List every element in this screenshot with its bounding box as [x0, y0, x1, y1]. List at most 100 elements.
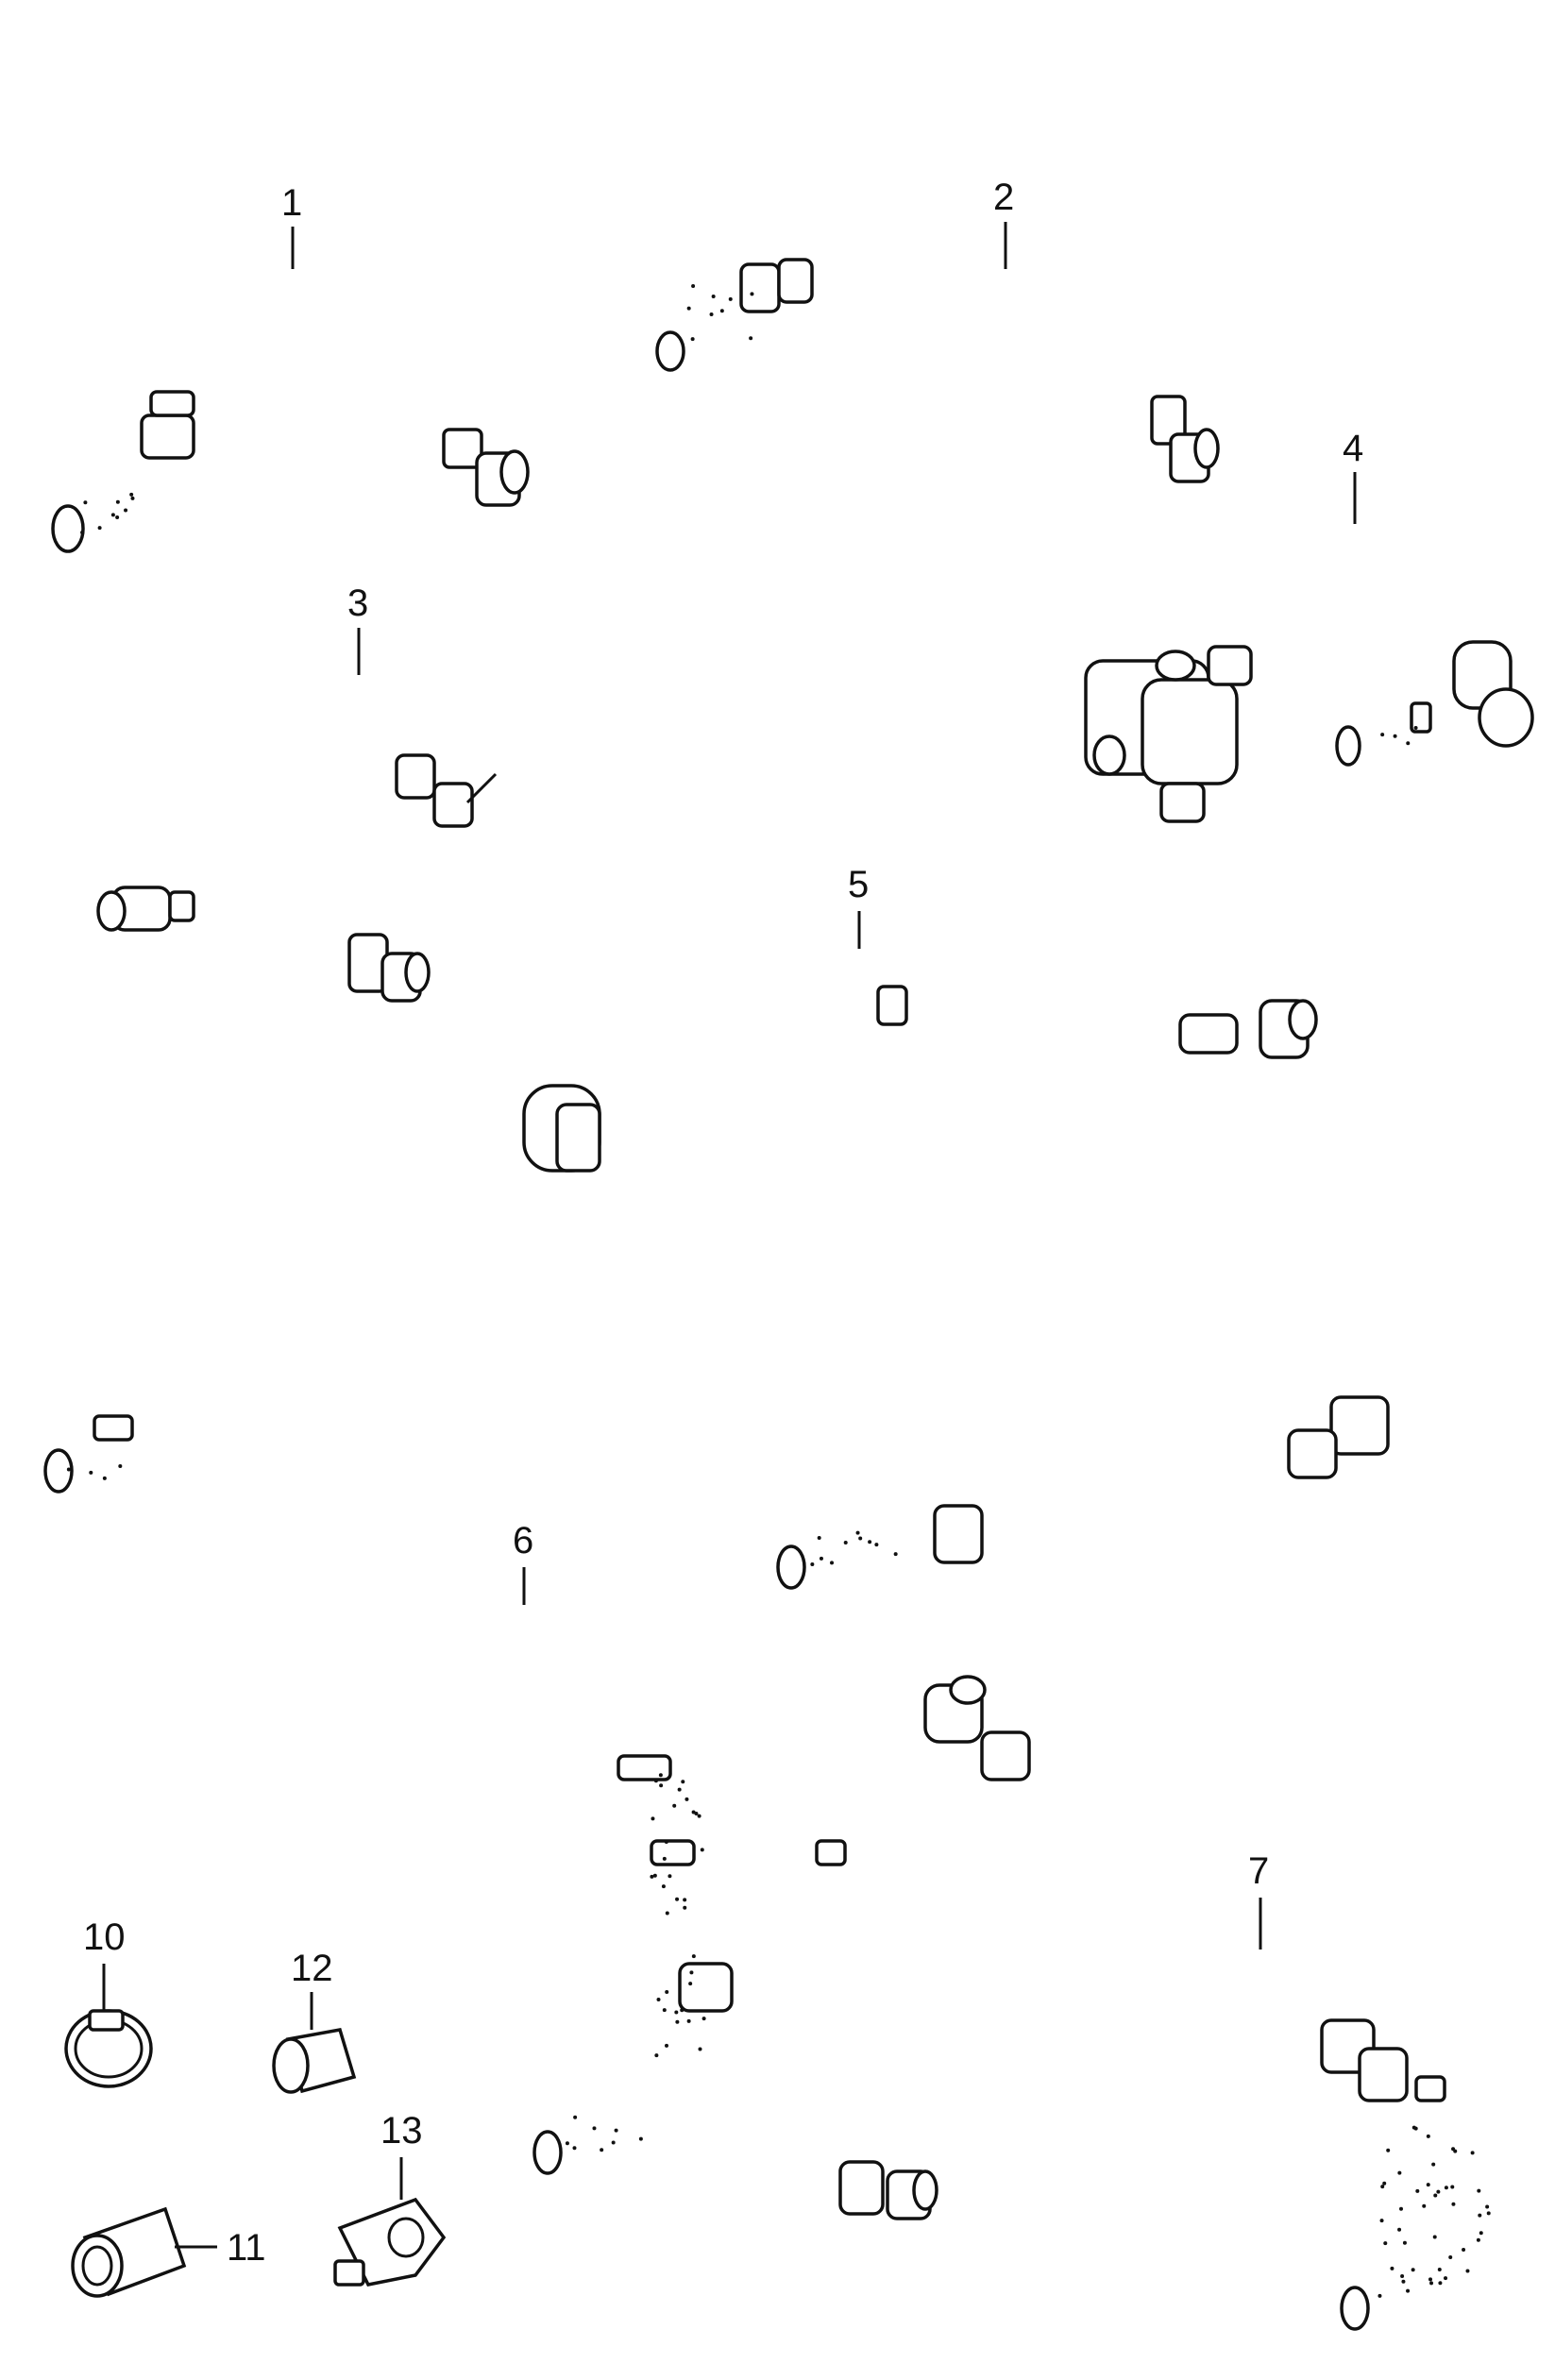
texture-dot [1444, 2186, 1448, 2190]
texture-dot [656, 1997, 661, 2001]
part-3-hose[interactable] [96, 679, 498, 1003]
texture-dot [683, 1905, 687, 1910]
texture-dot [1436, 2189, 1441, 2194]
texture-dot [680, 2008, 685, 2013]
texture-dot [1406, 2288, 1411, 2293]
texture-dot [1413, 726, 1418, 731]
texture-dot [691, 1954, 696, 1959]
callout-2: 2 [993, 177, 1014, 218]
texture-dot [719, 309, 724, 313]
callout-3: 3 [347, 582, 368, 624]
texture-dot [1485, 2204, 1490, 2209]
texture-dot [686, 2018, 691, 2023]
part-12-sleeve[interactable] [272, 2027, 357, 2094]
texture-dot [1383, 2241, 1388, 2246]
callout-11: 11 [227, 2227, 266, 2269]
texture-dot [1380, 733, 1385, 737]
texture-dot [1378, 2293, 1382, 2298]
texture-dot [1477, 2188, 1481, 2193]
texture-dot [672, 1803, 677, 1808]
texture-dot [675, 2019, 680, 2024]
texture-dot [683, 1898, 687, 1902]
texture-dot [115, 499, 120, 504]
texture-dot [688, 1982, 693, 1986]
texture-dot [1462, 2248, 1466, 2253]
texture-dot [689, 1970, 694, 1975]
texture-dot [686, 306, 691, 311]
texture-dot [893, 1552, 898, 1557]
texture-dot [102, 1476, 107, 1480]
texture-dot [1438, 2281, 1443, 2286]
callout-12: 12 [291, 1948, 333, 1989]
texture-dot [664, 1840, 668, 1845]
texture-dot [118, 1463, 123, 1468]
texture-dot [810, 1562, 815, 1567]
texture-dot [700, 1848, 704, 1852]
texture-dot [83, 500, 88, 505]
texture-dot [115, 515, 120, 520]
texture-dot [665, 1989, 669, 1994]
texture-dot [1426, 2134, 1430, 2138]
texture-dot [661, 1884, 666, 1889]
texture-dot [694, 1811, 699, 1815]
texture-dot [110, 513, 115, 517]
texture-dot [1428, 2277, 1433, 2282]
texture-dot [1470, 2151, 1475, 2155]
texture-dot [830, 1561, 835, 1565]
part-6-hose[interactable] [32, 1414, 938, 2220]
texture-dot [600, 2148, 604, 2152]
texture-dot [650, 1874, 654, 1879]
texture-dot [691, 284, 696, 289]
texture-dot [1429, 2281, 1434, 2286]
texture-dot [654, 2053, 659, 2058]
texture-dot [1399, 2206, 1404, 2211]
texture-dot [1401, 2279, 1406, 2284]
callout-10: 10 [83, 1916, 126, 1958]
texture-dot [1380, 2185, 1385, 2189]
texture-dot [659, 1783, 664, 1788]
part-7-hose[interactable] [923, 1675, 1526, 2331]
part-1-hose[interactable] [42, 252, 530, 553]
texture-dot [1397, 2227, 1402, 2232]
callout-6: 6 [513, 1520, 533, 1561]
texture-dot [565, 2141, 569, 2146]
texture-dot [658, 1773, 663, 1778]
texture-dot [677, 1787, 682, 1792]
texture-dot [662, 2008, 667, 2013]
texture-dot [1431, 2162, 1436, 2167]
part-13-clip[interactable] [333, 2197, 447, 2287]
texture-dot [690, 337, 695, 342]
texture-dots [66, 284, 1491, 2298]
part-4-hose[interactable] [1084, 520, 1534, 1059]
texture-dot [697, 1814, 701, 1818]
texture-dot [651, 1816, 655, 1821]
texture-dot [701, 2017, 706, 2021]
texture-dot [1406, 741, 1411, 746]
texture-dot [1476, 2237, 1480, 2242]
part-11-grommet[interactable] [71, 2206, 187, 2298]
texture-dot [89, 1470, 93, 1475]
texture-dot [1432, 2235, 1437, 2239]
texture-dot [1386, 2148, 1391, 2152]
texture-dot [817, 1535, 821, 1540]
texture-dot [66, 1467, 71, 1472]
texture-dot [662, 1856, 667, 1861]
texture-dot [130, 496, 135, 500]
part-2-hose[interactable] [646, 245, 1220, 483]
part-10-clamp[interactable] [64, 2009, 153, 2088]
texture-dot [1382, 2181, 1387, 2186]
texture-dot [855, 1530, 860, 1535]
texture-dot [572, 2146, 577, 2151]
callout-5: 5 [848, 864, 869, 905]
texture-dot [843, 1541, 848, 1545]
part-5-hose[interactable] [522, 931, 1445, 1592]
texture-dot [728, 296, 733, 301]
texture-dot [1465, 2269, 1470, 2273]
texture-dot [652, 1873, 657, 1878]
texture-dot [1379, 2219, 1384, 2223]
callout-1: 1 [281, 182, 302, 224]
texture-dot [129, 492, 134, 497]
texture-dot [611, 2140, 616, 2145]
texture-dot [675, 1897, 680, 1901]
